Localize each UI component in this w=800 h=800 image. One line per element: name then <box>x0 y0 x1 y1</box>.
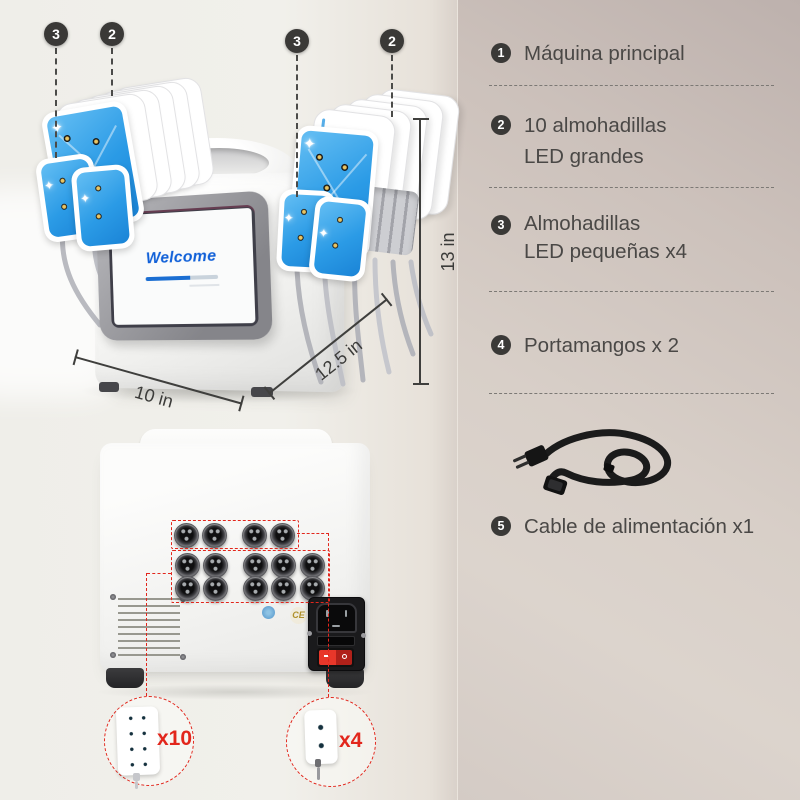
small-pad-port <box>242 523 267 548</box>
item-label-line: Portamangos x 2 <box>524 334 679 357</box>
screw-icon <box>180 654 186 660</box>
large-pads-count-callout: ✦ x10 <box>104 696 194 789</box>
legend-divider <box>489 291 774 292</box>
power-cord-image <box>513 429 672 495</box>
legend-item: 1 Máquina principal <box>491 38 789 69</box>
item-label-line: Almohadillas <box>524 212 641 235</box>
large-pad-port <box>243 576 268 601</box>
item-number-badge: 1 <box>491 43 511 63</box>
screw-icon <box>110 652 116 658</box>
dimension-height: 13 in <box>413 118 458 385</box>
round-sticker <box>262 606 275 619</box>
power-plug-icon <box>513 445 549 469</box>
small-pad-icon <box>304 709 338 765</box>
callout-connector-line <box>328 533 329 697</box>
large-pad-ports-outline <box>171 550 330 603</box>
screw-icon <box>307 631 312 636</box>
item-number-badge: 2 <box>491 115 511 135</box>
large-pad-count-label: x10 <box>157 727 193 750</box>
sparkle-icon: ✦ <box>302 135 317 154</box>
item-number-badge: 5 <box>491 516 511 536</box>
small-pad-ports-outline <box>171 520 299 549</box>
power-connector-icon <box>543 475 568 495</box>
large-led-pads-left: ✦ ✦ ✦ <box>34 75 230 260</box>
small-pad-port <box>174 523 199 548</box>
item-label: Máquina principal <box>524 38 685 69</box>
machine-foot <box>251 387 273 397</box>
sparkle-icon: ✦ <box>116 707 127 720</box>
fuse-drawer <box>317 636 355 646</box>
sparkle-icon: ✦ <box>317 225 330 241</box>
item-label-line: LED grandes <box>524 145 644 168</box>
machine-foot <box>106 668 144 688</box>
large-pad-icon: ✦ <box>115 706 161 776</box>
machine-foot <box>99 382 119 392</box>
legend-divider <box>489 393 774 394</box>
cable-tie <box>603 463 615 473</box>
small-led-pad: ✦ <box>70 163 136 253</box>
legend-item: 5 Cable de alimentación x1 <box>491 511 789 542</box>
large-pad-port <box>203 576 228 601</box>
product-photo-area: 3 2 3 2 Welcome <box>0 0 457 800</box>
ce-mark-sticker: CE <box>290 607 307 624</box>
screen-progress-bar <box>145 274 219 282</box>
back-view-shadow <box>95 684 375 700</box>
legend-divider <box>489 85 774 86</box>
item-label: 10 almohadillas LED grandes <box>524 110 666 172</box>
screw-icon <box>361 633 366 638</box>
power-inlet-socket <box>316 603 357 633</box>
vent-grille <box>118 598 180 656</box>
screw-icon <box>110 594 116 600</box>
small-pad-port <box>202 523 227 548</box>
small-led-pad: ✦ <box>307 195 373 283</box>
callout-badge: 3 <box>44 22 68 46</box>
dimension-height-label: 13 in <box>438 231 459 272</box>
callout-line <box>391 55 393 117</box>
item-number-badge: 4 <box>491 335 511 355</box>
pad-cable-stub <box>317 767 320 780</box>
large-pad-port <box>271 576 296 601</box>
small-pads-count-callout: x4 <box>286 697 376 787</box>
large-pad-port <box>175 576 200 601</box>
item-number-badge: 3 <box>491 215 511 235</box>
callout-connector-line <box>147 573 171 574</box>
legend-divider <box>489 187 774 188</box>
callout-badge: 2 <box>100 22 124 46</box>
sparkle-icon: ✦ <box>283 210 295 226</box>
sparkle-icon: ✦ <box>43 178 56 194</box>
callout-line <box>111 48 113 96</box>
callout-connector-line <box>146 573 147 696</box>
callout-connector-line <box>297 533 329 534</box>
legend-item: 2 10 almohadillas LED grandes <box>491 110 789 172</box>
callout-badge: 2 <box>380 29 404 53</box>
power-inlet-module <box>307 597 366 671</box>
small-pad-count-label: x4 <box>339 729 363 752</box>
item-label-line: 10 almohadillas <box>524 114 667 137</box>
pad-cable-stub <box>135 781 138 789</box>
item-label: Cable de alimentación x1 <box>524 511 754 542</box>
item-label-line: Cable de alimentación x1 <box>524 515 755 538</box>
callout-line <box>296 55 298 197</box>
pad-connector-stub <box>315 759 321 767</box>
power-switch[interactable] <box>317 648 354 667</box>
sparkle-icon: ✦ <box>79 191 91 206</box>
item-label-line: LED pequeñas x4 <box>524 240 687 263</box>
callout-badge: 3 <box>285 29 309 53</box>
pad-connector-stub <box>133 773 140 781</box>
parts-legend-panel: 1 Máquina principal 2 10 almohadillas LE… <box>457 0 800 800</box>
legend-item: 4 Portamangos x 2 <box>491 330 789 361</box>
item-label: Almohadillas LED pequeñas x4 <box>524 210 687 266</box>
legend-item: 3 Almohadillas LED pequeñas x4 <box>491 210 789 266</box>
machine-foot <box>326 668 364 688</box>
item-label-line: Máquina principal <box>524 42 685 65</box>
screen-progress-track <box>189 283 220 287</box>
callout-line <box>55 48 57 158</box>
small-pad-port <box>270 523 295 548</box>
item-label: Portamangos x 2 <box>524 330 679 361</box>
